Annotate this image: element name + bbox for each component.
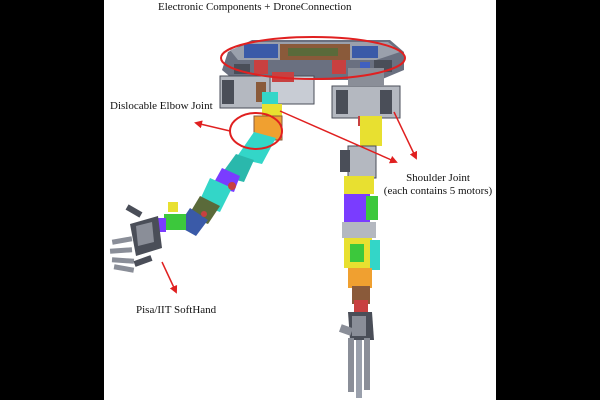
hand-label: Pisa/IIT SoftHand [136, 304, 217, 316]
left-arm [154, 104, 283, 236]
shoulder-label-line2: (each contains 5 motors) [383, 185, 493, 197]
right-softhand [338, 312, 374, 398]
hand-arrow-icon [161, 261, 178, 294]
elbow-label: Dislocable Elbow Joint [110, 100, 213, 112]
electronics-highlight-ellipse [220, 36, 406, 80]
shoulder-arrow-left-icon [279, 110, 398, 164]
electronics-label: Electronic Components + DroneConnection [158, 1, 352, 13]
left-shoulder-block [219, 72, 315, 109]
robot-assembly-illustration [109, 36, 418, 398]
shoulder-label-line1: Shoulder Joint [406, 172, 470, 184]
shoulder-arrow-right-icon [393, 111, 418, 160]
figure-canvas: Electronic Components + DroneConnection … [104, 0, 496, 400]
right-arm [340, 116, 382, 316]
shoulder-label: Shoulder Joint (each contains 5 motors) [380, 172, 496, 198]
left-softhand [109, 204, 162, 273]
elbow-arrow-icon [194, 120, 231, 132]
